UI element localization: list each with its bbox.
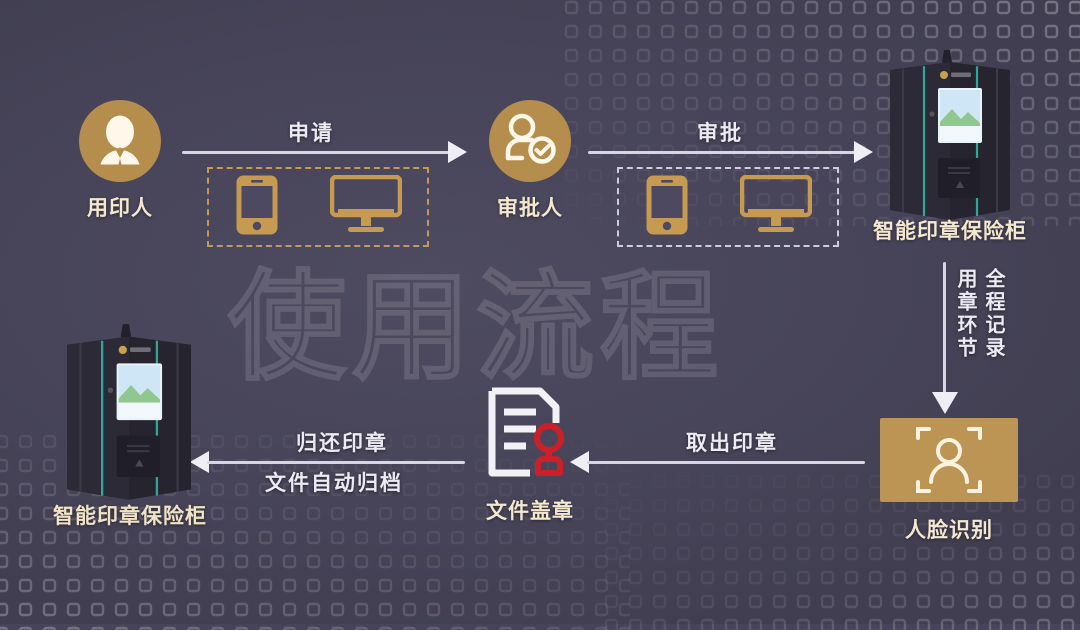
- node-cabinet-bottom: 智能印章保险柜: [20, 500, 240, 530]
- node-label-approver: 审批人: [497, 196, 563, 220]
- person-check-icon: [489, 100, 571, 182]
- arrow-label-record-outer: 全程记录: [982, 268, 1006, 360]
- node-document-stamping: 文件盖章: [455, 385, 605, 525]
- arrow-record: [932, 262, 958, 414]
- person-in-suit-icon: [79, 100, 161, 182]
- arrow-apply: [182, 140, 467, 164]
- arrow-take-seal: [570, 450, 865, 474]
- document-stamp-icon: [478, 387, 582, 489]
- mobile-phone-icon: [235, 174, 279, 240]
- node-applicant: 用印人: [60, 100, 180, 222]
- approver-devices-box: [617, 167, 839, 247]
- node-label-cabinet-top: 智能印章保险柜: [873, 219, 1027, 243]
- mobile-phone-icon: [645, 174, 689, 240]
- smart-seal-cabinet-icon: [55, 322, 203, 508]
- arrow-label-return-seal-bottom: 文件自动归档: [265, 471, 403, 495]
- arrow-label-take-seal: 取出印章: [686, 431, 778, 455]
- node-cabinet-top: 智能印章保险柜: [845, 215, 1055, 245]
- face-recognition-icon: [880, 418, 1018, 502]
- node-label-applicant: 用印人: [87, 196, 153, 220]
- arrow-label-approve: 审批: [697, 121, 743, 145]
- arrow-label-apply: 申请: [288, 121, 334, 145]
- smart-seal-cabinet-icon: [880, 48, 1020, 228]
- node-label-cabinet-bottom: 智能印章保险柜: [53, 504, 207, 528]
- applicant-devices-box: [207, 167, 429, 247]
- node-label-document-stamping: 文件盖章: [486, 499, 574, 523]
- watermark-title: 使用流程: [227, 258, 725, 396]
- node-label-face-recognition: 人脸识别: [905, 518, 993, 542]
- arrow-label-return-seal-top: 归还印章: [296, 431, 388, 455]
- desktop-monitor-icon: [329, 174, 402, 239]
- arrow-label-record-inner: 用章环节: [954, 268, 978, 360]
- arrow-approve: [588, 140, 873, 164]
- node-approver: 审批人: [470, 100, 590, 222]
- node-face-recognition: 人脸识别: [876, 418, 1022, 544]
- arrow-return-seal: [190, 450, 465, 474]
- desktop-monitor-icon: [739, 174, 812, 239]
